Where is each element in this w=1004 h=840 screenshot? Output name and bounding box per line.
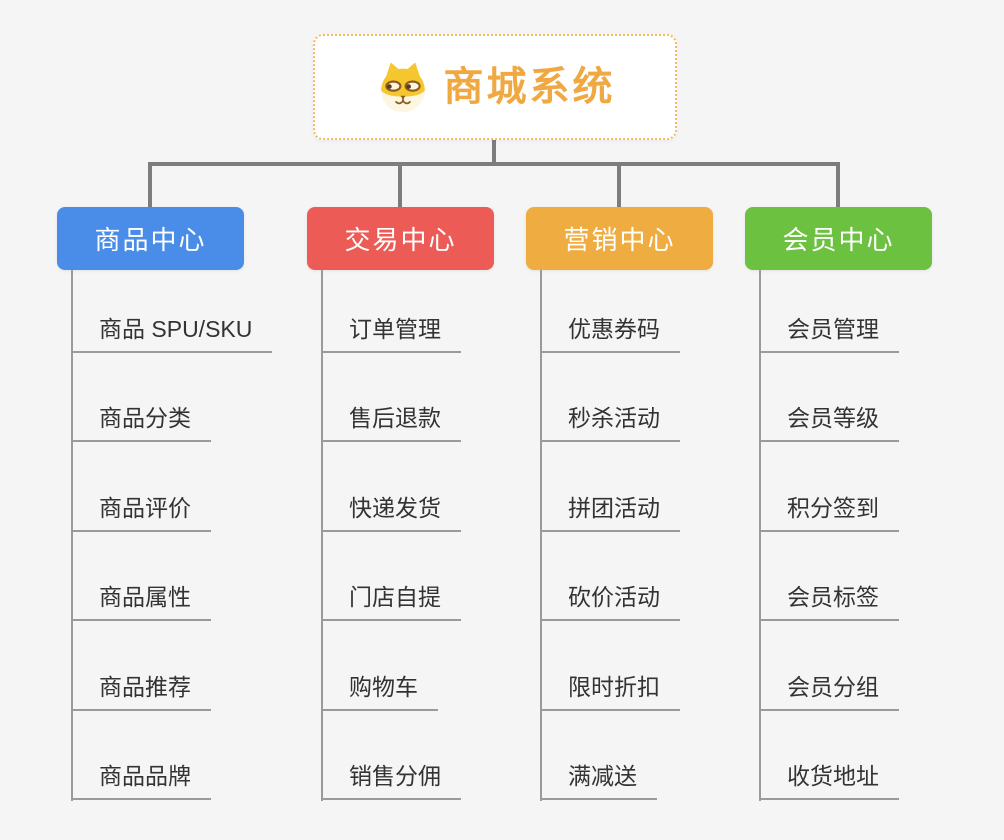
topic-label: 购物车 [349,674,418,701]
topic-node[interactable]: 商品属性 [71,577,211,621]
topic-node[interactable]: 会员分组 [759,667,899,711]
topic-node[interactable]: 购物车 [321,667,438,711]
topic-node[interactable]: 收货地址 [759,756,899,800]
connector-drop [398,164,402,210]
topic-label: 快递发货 [349,495,441,522]
topic-node[interactable]: 满减送 [540,756,657,800]
branch-node-marketing-center[interactable]: 营销中心 [526,207,713,270]
connector-bus [148,162,840,166]
branch-label: 会员中心 [782,225,895,255]
topic-node[interactable]: 快递发货 [321,488,461,532]
connector-drop [148,164,152,210]
topic-label: 秒杀活动 [568,405,660,432]
topic-node[interactable]: 售后退款 [321,398,461,442]
topic-label: 商品属性 [99,584,191,611]
topic-label: 砍价活动 [568,584,660,611]
topic-label: 积分签到 [787,495,879,522]
dog-face-icon [380,62,425,113]
topic-node[interactable]: 商品 SPU/SKU [71,309,273,353]
topic-label: 售后退款 [349,405,441,432]
topic-label: 订单管理 [349,316,441,343]
topic-node[interactable]: 商品推荐 [71,667,211,711]
branch-node-member-center[interactable]: 会员中心 [745,207,932,270]
topic-label: 会员标签 [787,584,879,611]
topic-label: 限时折扣 [568,674,660,701]
topic-label: 收货地址 [787,763,879,790]
topic-node[interactable]: 秒杀活动 [540,398,680,442]
topic-label: 商品推荐 [99,674,191,701]
branch-spine [321,270,323,801]
topic-label: 门店自提 [349,584,441,611]
connector-drop [617,164,621,210]
topic-node[interactable]: 限时折扣 [540,667,680,711]
topic-node[interactable]: 商品评价 [71,488,211,532]
branch-spine [759,270,761,801]
topic-node[interactable]: 销售分佣 [321,756,461,800]
topic-label: 商品 SPU/SKU [99,316,253,343]
topic-label: 商品分类 [99,405,191,432]
topic-node[interactable]: 优惠券码 [540,309,680,353]
topic-label: 拼团活动 [568,495,660,522]
topic-node[interactable]: 会员管理 [759,309,899,353]
branch-spine [540,270,542,801]
connector-drop [836,164,840,210]
topic-label: 满减送 [568,763,637,790]
topic-node[interactable]: 门店自提 [321,577,461,621]
topic-node[interactable]: 砍价活动 [540,577,680,621]
branch-label: 商品中心 [94,225,207,255]
topic-node[interactable]: 商品分类 [71,398,211,442]
topic-node[interactable]: 积分签到 [759,488,899,532]
topic-node[interactable]: 会员标签 [759,577,899,621]
topic-node[interactable]: 订单管理 [321,309,461,353]
branch-label: 交易中心 [344,225,457,255]
root-connector-stub [492,138,496,165]
topic-label: 会员管理 [787,316,879,343]
root-node[interactable]: 商城系统 [313,34,677,140]
topic-node[interactable]: 拼团活动 [540,488,680,532]
branch-spine [71,270,73,801]
topic-label: 商品评价 [99,495,191,522]
topic-label: 优惠券码 [568,316,660,343]
topic-label: 销售分佣 [349,763,441,790]
topic-label: 商品品牌 [99,763,191,790]
branch-label: 营销中心 [563,225,676,255]
branch-node-product-center[interactable]: 商品中心 [57,207,244,270]
branch-node-trade-center[interactable]: 交易中心 [307,207,494,270]
topic-label: 会员等级 [787,405,879,432]
topic-node[interactable]: 商品品牌 [71,756,211,800]
root-node-title: 商城系统 [443,65,616,109]
topic-label: 会员分组 [787,674,879,701]
topic-node[interactable]: 会员等级 [759,398,899,442]
